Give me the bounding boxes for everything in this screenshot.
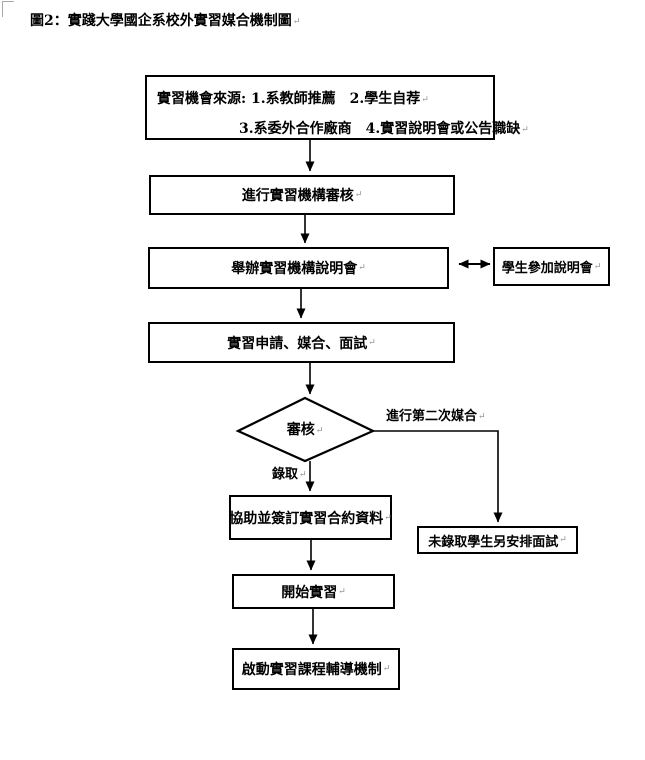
node-mentoring-mechanism-label: 啟動實習課程輔導機制: [241, 662, 382, 678]
node-seminar: 舉辦實習機構說明會↵: [148, 247, 449, 289]
paragraph-mark: ↵: [384, 512, 392, 523]
node-start-internship-label: 開始實習: [281, 584, 338, 601]
node-students-attend: 學生參加說明會↵: [493, 247, 610, 286]
paragraph-mark: ↵: [421, 95, 429, 105]
node-sign-contract-label: 協助並簽訂實習合約資料: [229, 510, 384, 527]
edge-label-second-match: 進行第二次媒合↵: [386, 405, 486, 424]
node-not-admitted-reinterview: 未錄取學生另安排面試↵: [417, 526, 578, 554]
node-seminar-label: 舉辦實習機構說明會: [231, 261, 358, 277]
figure-title-text: 圖2：實踐大學國企系校外實習媒合機制圖: [30, 13, 292, 29]
paragraph-mark: ↵: [358, 263, 366, 273]
node-review-organizations-label: 進行實習機構審核: [241, 188, 354, 204]
decision-review: 審核↵: [255, 419, 355, 439]
paragraph-mark: ↵: [338, 586, 346, 597]
node-not-admitted-reinterview-label: 未錄取學生另安排面試: [428, 534, 559, 550]
paragraph-mark: ↵: [299, 470, 307, 480]
paragraph-mark: ↵: [354, 190, 363, 200]
paragraph-mark: ↵: [382, 664, 391, 674]
decision-diamond-shape: [235, 396, 376, 463]
decision-review-label: 審核: [286, 422, 315, 438]
paragraph-mark: ↵: [593, 261, 602, 272]
paragraph-mark: ↵: [292, 17, 301, 27]
paragraph-mark: ↵: [559, 535, 567, 545]
source-line-1-text: 實習機會來源: 1.系教師推薦 2.學生自荐: [157, 91, 421, 107]
node-mentoring-mechanism: 啟動實習課程輔導機制↵: [232, 648, 400, 690]
node-students-attend-label: 學生參加說明會: [501, 261, 593, 276]
source-line-1: 實習機會來源: 1.系教師推薦 2.學生自荐↵: [157, 85, 429, 115]
page-corner-mark: [2, 1, 14, 17]
paragraph-mark: ↵: [315, 426, 324, 436]
paragraph-mark: ↵: [368, 337, 376, 348]
paragraph-mark: ↵: [478, 412, 486, 422]
source-line-2: 3.系委外合作廠商 4.實習說明會或公告職缺↵: [239, 115, 529, 145]
node-sign-contract: 協助並簽訂實習合約資料↵: [229, 495, 392, 540]
figure-title: 圖2：實踐大學國企系校外實習媒合機制圖↵: [30, 10, 300, 30]
edge-label-admitted-text: 錄取: [272, 467, 299, 482]
edge-label-second-match-text: 進行第二次媒合: [386, 409, 478, 424]
node-internship-sources: 實習機會來源: 1.系教師推薦 2.學生自荐↵ 3.系委外合作廠商 4.實習說明…: [145, 75, 529, 140]
node-review-organizations: 進行實習機構審核↵: [149, 175, 455, 215]
node-start-internship: 開始實習↵: [232, 574, 395, 609]
edge-label-admitted: 錄取↵: [272, 463, 307, 482]
paragraph-mark: ↵: [521, 125, 529, 135]
source-line-2-text: 3.系委外合作廠商 4.實習說明會或公告職缺: [239, 121, 521, 137]
arrow-decision-to-notadmitted: [373, 430, 503, 523]
node-apply-match-interview: 實習申請、媒合、面試↵: [148, 322, 455, 363]
node-apply-match-interview-label: 實習申請、媒合、面試: [227, 335, 368, 352]
